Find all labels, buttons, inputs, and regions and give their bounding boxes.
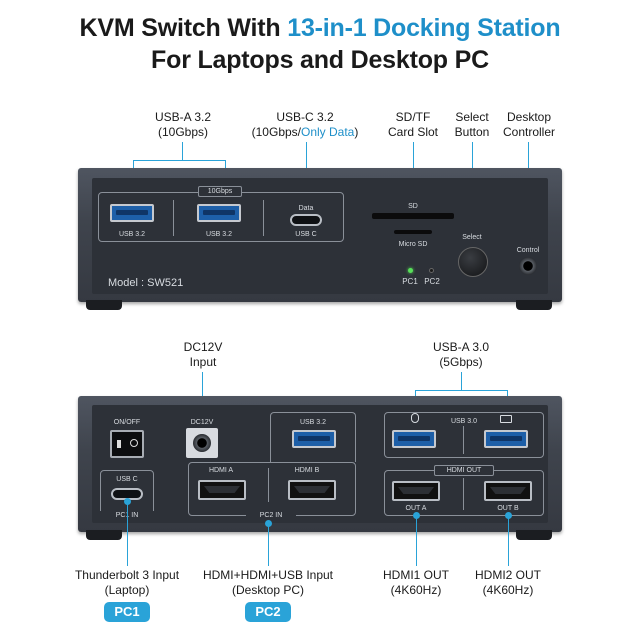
hdmi-out-label: HDMI OUT bbox=[434, 465, 494, 476]
leader-line bbox=[127, 500, 128, 566]
pc1-badge: PC1 bbox=[104, 602, 150, 622]
onoff-label: ON/OFF bbox=[113, 419, 141, 426]
divider bbox=[463, 426, 464, 454]
hdmi-out-a-port[interactable] bbox=[392, 481, 440, 501]
mouse-icon bbox=[411, 413, 419, 423]
power-switch-off-mark bbox=[130, 439, 138, 447]
leader-line bbox=[133, 160, 225, 161]
pc2-usb-a-port[interactable] bbox=[292, 430, 336, 448]
sd-card-slot[interactable] bbox=[372, 213, 454, 219]
pc1-label: PC1 bbox=[402, 277, 418, 286]
usb-a-port-2-label: USB 3.2 bbox=[205, 231, 233, 238]
label-hdmi-usb-input: HDMI+HDMI+USB Input(Desktop PC) bbox=[202, 568, 334, 597]
label-usba32: USB-A 3.2(10Gbps) bbox=[154, 110, 212, 139]
usb-a-port-1-label: USB 3.2 bbox=[118, 231, 146, 238]
usb30-label: USB 3.0 bbox=[450, 418, 478, 425]
leader-line bbox=[413, 142, 414, 178]
hdmi-out-b-port[interactable] bbox=[484, 481, 532, 501]
speed-tag: 10Gbps bbox=[198, 186, 242, 197]
leader-line bbox=[225, 160, 226, 174]
out-b-label: OUT B bbox=[497, 505, 519, 512]
dc12v-label: DC12V bbox=[190, 419, 214, 426]
pc2-in-label: PC2 IN bbox=[246, 511, 296, 520]
pc2-badge: PC2 bbox=[245, 602, 291, 622]
usb-c-port[interactable] bbox=[290, 214, 322, 226]
headline-line-1: KVM Switch With 13-in-1 Docking Station bbox=[79, 14, 561, 42]
leader-dot bbox=[265, 520, 272, 527]
usb30-port-keyboard[interactable] bbox=[484, 430, 528, 448]
keyboard-icon bbox=[500, 415, 512, 423]
hdmi-a-input-port[interactable] bbox=[198, 480, 246, 500]
label-thunderbolt-input: Thunderbolt 3 Input(Laptop) bbox=[74, 568, 180, 597]
leader-line bbox=[415, 390, 507, 391]
micro-sd-slot[interactable] bbox=[394, 230, 432, 234]
pc2-usb32-label: USB 3.2 bbox=[299, 419, 327, 426]
usbc-data-label: Data bbox=[298, 205, 314, 212]
leader-line bbox=[416, 514, 417, 566]
leader-line bbox=[202, 372, 203, 404]
hdmi-b-label: HDMI B bbox=[294, 467, 320, 474]
power-switch[interactable] bbox=[110, 430, 144, 458]
micro-sd-label: Micro SD bbox=[398, 241, 428, 248]
leader-line bbox=[306, 142, 307, 174]
rear-usbc-label: USB C bbox=[116, 476, 138, 483]
leader-dot bbox=[413, 512, 420, 519]
label-hdmi2-out: HDMI2 OUT(4K60Hz) bbox=[475, 568, 541, 597]
leader-dot bbox=[124, 498, 131, 505]
divider bbox=[463, 478, 464, 510]
label-hdmi1-out: HDMI1 OUT(4K60Hz) bbox=[383, 568, 449, 597]
select-button[interactable] bbox=[458, 247, 488, 277]
pc2-usb-frame bbox=[270, 412, 356, 462]
divider bbox=[173, 200, 174, 236]
control-port-label: Control bbox=[516, 247, 540, 254]
out-a-label: OUT A bbox=[405, 505, 427, 512]
leader-line bbox=[133, 160, 134, 174]
leader-line bbox=[182, 142, 183, 160]
device-foot bbox=[86, 300, 122, 310]
device-foot bbox=[516, 530, 552, 540]
divider bbox=[263, 200, 264, 236]
usb30-port-mouse[interactable] bbox=[392, 430, 436, 448]
divider bbox=[268, 468, 269, 502]
usb-a-port-2[interactable] bbox=[197, 204, 241, 222]
usb-c-port-label: USB C bbox=[295, 231, 317, 238]
usb30-frame bbox=[384, 412, 544, 458]
leader-line bbox=[268, 522, 269, 566]
dc-power-jack[interactable] bbox=[193, 434, 211, 452]
device-foot bbox=[516, 300, 552, 310]
device-foot bbox=[86, 530, 122, 540]
headline-line-2: For Laptops and Desktop PC bbox=[151, 46, 489, 74]
pc2-label: PC2 bbox=[424, 277, 440, 286]
select-button-label: Select bbox=[462, 234, 482, 241]
leader-line bbox=[461, 372, 462, 390]
hdmi-a-label: HDMI A bbox=[208, 467, 234, 474]
leader-line bbox=[508, 514, 509, 566]
sd-label: SD bbox=[408, 203, 418, 210]
hdmi-b-input-port[interactable] bbox=[288, 480, 336, 500]
power-switch-on-mark bbox=[117, 440, 121, 448]
label-usba30: USB-A 3.0(5Gbps) bbox=[432, 340, 490, 369]
usb-a-port-1[interactable] bbox=[110, 204, 154, 222]
label-usbc32: USB-C 3.2(10Gbps/Only Data) bbox=[251, 110, 359, 139]
rear-faceplate bbox=[92, 405, 548, 523]
pc2-led-indicator bbox=[429, 268, 434, 273]
model-label: Model : SW521 bbox=[108, 277, 184, 289]
leader-dot bbox=[505, 512, 512, 519]
controller-jack[interactable] bbox=[519, 257, 537, 275]
pc1-led-indicator bbox=[408, 268, 413, 273]
